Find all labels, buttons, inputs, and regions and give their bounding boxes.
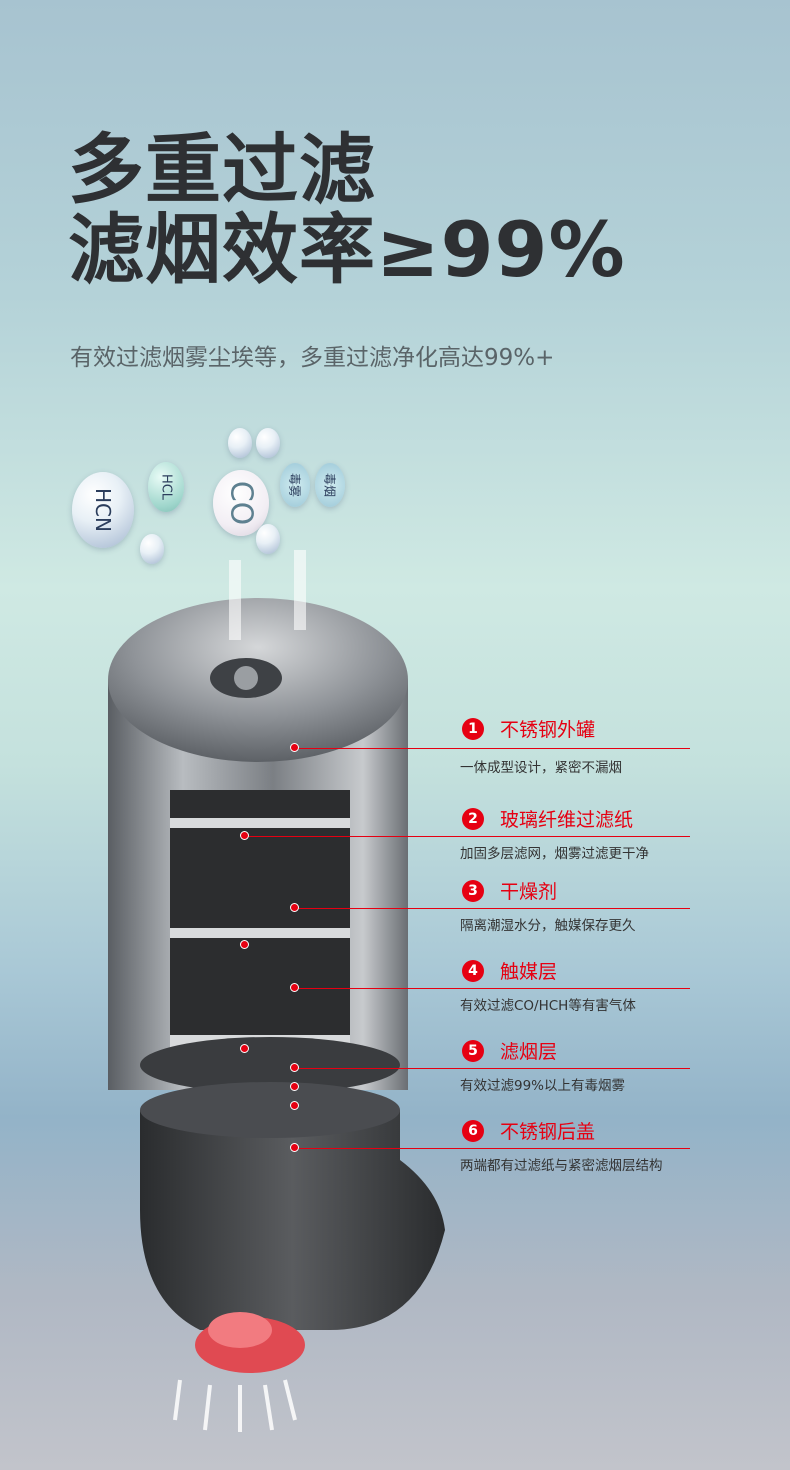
layer-desc: 有效过滤99%以上有毒烟雾 (460, 1078, 626, 1094)
leader-line (245, 836, 690, 837)
layer-desc: 一体成型设计，紧密不漏烟 (460, 760, 622, 776)
layer-title: 不锈钢后盖 (500, 1121, 596, 1143)
marker-dot (290, 743, 299, 752)
layer-number: 6 (462, 1120, 484, 1142)
subtitle: 有效过滤烟雾尘埃等，多重过滤净化高达99%+ (70, 345, 555, 371)
bubble-hcl: HCL (148, 462, 184, 512)
leader-line (295, 908, 690, 909)
headline-line1: 多重过滤 (68, 125, 376, 214)
marker-dot (290, 1101, 299, 1110)
layer-title: 干燥剂 (500, 881, 558, 903)
headline-line2: 滤烟效率≥99% (68, 205, 626, 294)
layer-title: 滤烟层 (500, 1041, 558, 1063)
leader-line (290, 748, 690, 749)
marker-dot (240, 1044, 249, 1053)
marker-dot (290, 1063, 299, 1072)
marker-dot (290, 983, 299, 992)
bubble-toxic-smoke: 毒烟 (315, 463, 345, 507)
bubble-small (256, 524, 280, 554)
layer-title: 不锈钢外罐 (500, 719, 596, 741)
layer-number: 4 (462, 960, 484, 982)
bubble-small (140, 534, 164, 564)
layer-title: 触媒层 (500, 961, 558, 983)
layer-number: 5 (462, 1040, 484, 1062)
layer-number: 1 (462, 718, 484, 740)
layer-title: 玻璃纤维过滤纸 (500, 809, 634, 831)
leader-line (295, 988, 690, 989)
layer-desc: 隔离潮湿水分，触媒保存更久 (460, 918, 636, 934)
bubble-small (256, 428, 280, 458)
leader-line (295, 1068, 690, 1069)
bubble-hcn: HCN (72, 472, 134, 548)
marker-dot (290, 1143, 299, 1152)
bubble-small (228, 428, 252, 458)
layer-number: 3 (462, 880, 484, 902)
layer-desc: 有效过滤CO/HCH等有害气体 (460, 998, 636, 1014)
bubble-co: CO (213, 470, 269, 536)
marker-dot (240, 831, 249, 840)
bubble-toxic-mist: 毒雾 (280, 463, 310, 507)
leader-line (295, 1148, 690, 1149)
layer-desc: 两端都有过滤纸与紧密滤烟层结构 (460, 1158, 663, 1174)
marker-dot (240, 940, 249, 949)
marker-dot (290, 903, 299, 912)
layer-number: 2 (462, 808, 484, 830)
layer-desc: 加固多层滤网，烟雾过滤更干净 (460, 846, 649, 862)
marker-dot (290, 1082, 299, 1091)
